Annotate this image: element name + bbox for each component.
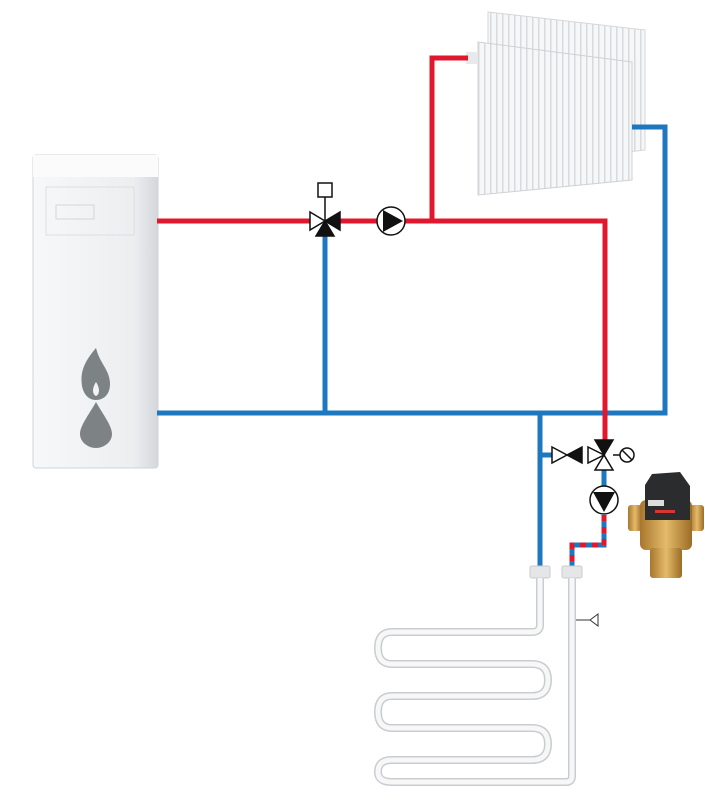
valve-actuator-icon	[317, 182, 333, 198]
supply-pipes	[157, 55, 608, 442]
radiator	[466, 11, 646, 196]
circulation-pump-floor[interactable]	[589, 485, 619, 515]
oil-drop-icon	[80, 402, 112, 448]
mixed-pipe	[569, 468, 607, 568]
check-valve[interactable]	[551, 445, 583, 465]
return-pipes	[157, 124, 668, 568]
temperature-sensor-icon	[576, 613, 599, 627]
flame-icon	[81, 348, 110, 400]
thermostatic-mixing-valve	[628, 472, 704, 578]
three-way-valve-main[interactable]	[309, 182, 341, 237]
thermostatic-mixing-valve-symbol[interactable]	[587, 439, 635, 471]
circulation-pump-main[interactable]	[376, 206, 406, 236]
underfloor-heating-loop	[374, 565, 599, 786]
boiler	[32, 154, 159, 469]
